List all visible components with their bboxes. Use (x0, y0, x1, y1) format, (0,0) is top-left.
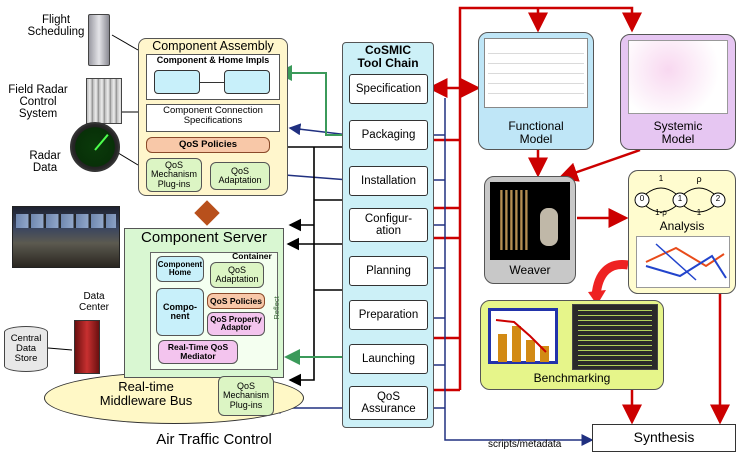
connection-spec-label: Component Connection Specifications (163, 105, 263, 126)
stage-installation[interactable]: Installation (349, 166, 428, 196)
impl-block-1 (154, 70, 200, 94)
flight-scheduling-label: Flight Scheduling (27, 14, 85, 39)
markov-p-top: 1 (658, 174, 664, 183)
middleware-bus-label: Real-time Middleware Bus (99, 379, 193, 408)
stage-preparation[interactable]: Preparation (349, 300, 428, 330)
benchmark-trend (495, 319, 547, 353)
component-server-title: Component Server (141, 229, 267, 246)
markov-p-right: ρ (696, 174, 702, 184)
stage-configuration[interactable]: Configur- ation (349, 208, 428, 242)
scripts-metadata-label: scripts/metadata (488, 439, 562, 450)
server-qos-policies: QoS Policies (207, 293, 265, 309)
server-rack-icon (86, 78, 122, 124)
benchmark-code-lines (578, 310, 652, 366)
markov-p-bot2: 1 (696, 208, 702, 217)
stage-qos-assurance[interactable]: QoS Assurance (349, 386, 428, 420)
central-store-icon (4, 326, 48, 372)
markov-chain (634, 187, 726, 213)
yarn-icon (540, 208, 558, 246)
benchmark-bar-4 (540, 346, 549, 362)
assembly-adaptation: QoS Adaptation (210, 162, 270, 190)
analysis-plot-lines (645, 243, 727, 281)
radar-screen-icon (70, 122, 120, 172)
air-traffic-control-label: Air Traffic Control (156, 431, 272, 448)
server-component: Compo- nent (156, 288, 204, 336)
server-tower-icon (88, 14, 110, 66)
connection-spec-box (146, 104, 280, 132)
green-links (276, 65, 349, 365)
assembly-qos-policies: QoS Policies (146, 137, 270, 153)
component-assembly-title: Component Assembly (152, 39, 274, 53)
markov-p-bot: 1-ρ (655, 208, 667, 217)
benchmark-bar-2 (512, 326, 521, 362)
analysis-plot (636, 236, 730, 288)
markov-state-1: 1 (677, 194, 683, 203)
impl-block-2 (224, 70, 270, 94)
central-store-label: Central Data Store (10, 333, 42, 364)
impls-label: Component & Home Impls (156, 55, 270, 65)
functional-diagram-blocks (488, 44, 584, 102)
weaver-label: Weaver (509, 263, 551, 277)
server-property-adaptor: QoS Property Adaptor (207, 312, 265, 336)
assembly-mech-plugins: QoS Mechanism Plug-ins (146, 158, 202, 192)
markov-state-0: 0 (639, 194, 645, 203)
server-adaptation: QoS Adaptation (210, 262, 264, 288)
synthesis-label: Synthesis (633, 429, 695, 445)
functional-model-label: Functional Model (508, 119, 564, 146)
server-rt-mediator: Real-Time QoS Mediator (158, 340, 238, 364)
data-center-server-icon (74, 320, 100, 374)
reflect-label: Reflect (272, 296, 282, 320)
benchmark-bar-1 (498, 334, 507, 362)
analysis-label: Analysis (659, 219, 705, 233)
toolchain-title: CoSMIC Tool Chain (357, 43, 419, 70)
control-room-windows (16, 214, 116, 228)
systemic-model-diagram (628, 40, 728, 114)
stage-launching[interactable]: Launching (349, 344, 428, 374)
stage-packaging[interactable]: Packaging (349, 120, 428, 150)
server-component-home: Component Home (156, 256, 204, 282)
stage-planning[interactable]: Planning (349, 256, 428, 286)
container-label: Container (232, 251, 272, 261)
stage-specification[interactable]: Specification (349, 74, 428, 104)
field-radar-label: Field Radar Control System (8, 84, 68, 121)
server-mech-plugins: QoS Mechanism Plug-ins (218, 376, 274, 416)
benchmark-bar-3 (526, 340, 535, 362)
impl-link (200, 82, 224, 83)
analysis-bench-arrow (591, 260, 629, 297)
loom-icon (500, 190, 530, 250)
data-center-label: Data Center (78, 291, 109, 313)
markov-state-2: 2 (715, 194, 721, 203)
synthesis-box (592, 424, 736, 452)
benchmarking-label: Benchmarking (533, 371, 611, 385)
systemic-model-label: Systemic Model (653, 119, 703, 146)
radar-data-label: Radar Data (29, 150, 61, 175)
